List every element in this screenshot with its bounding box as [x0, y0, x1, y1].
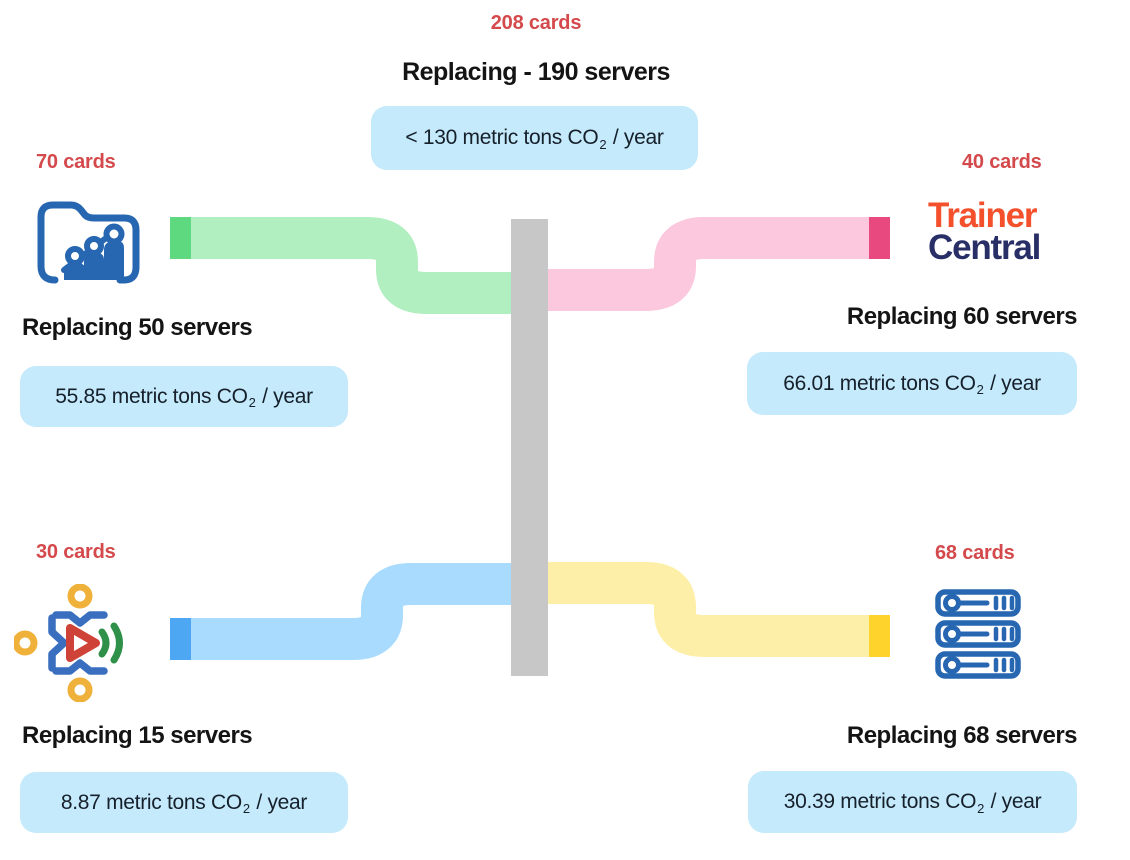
co2-text-suffix: / year	[250, 790, 308, 814]
trainercentral-logo: Trainer Central	[928, 196, 1041, 268]
bottom-left-cards-label: 30 cards	[36, 541, 116, 563]
media-play-icon	[14, 584, 138, 702]
logo-line-trainer: Trainer	[928, 196, 1038, 235]
co2-text-suffix: / year	[985, 790, 1042, 813]
co2-text-suffix: / year	[984, 371, 1041, 395]
flow-endpoint-yellow	[869, 615, 890, 657]
co2-text: 8.87 metric tons CO	[60, 790, 242, 814]
co2-text-suffix: / year	[607, 126, 664, 149]
bottom-right-cards-label: 68 cards	[935, 542, 1015, 564]
flow-pipe-pink	[548, 217, 869, 311]
co2-subscript: 2	[248, 395, 256, 410]
center-cards-label: 208 cards	[490, 12, 582, 34]
flow-pipe-green	[190, 217, 548, 314]
top-right-cards-label: 40 cards	[962, 151, 1042, 173]
co2-subscript: 2	[976, 382, 984, 397]
co2-text: 66.01 metric tons CO	[783, 371, 976, 395]
folder-people-icon	[28, 192, 148, 292]
co2-text-suffix: / year	[256, 384, 313, 408]
center-title: Replacing - 190 servers	[402, 58, 670, 86]
co2-subscript: 2	[242, 801, 250, 816]
central-hub-bar	[511, 219, 548, 676]
co2-subscript: 2	[977, 800, 985, 816]
co2-text: < 130 metric tons CO	[405, 126, 599, 149]
top-left-cards-label: 70 cards	[36, 151, 116, 173]
flow-pipe-blue	[190, 563, 548, 660]
flow-endpoint-blue	[170, 618, 191, 660]
bottom-right-title: Replacing 68 servers	[846, 722, 1078, 749]
co2-text: 55.85 metric tons CO	[55, 384, 248, 408]
flow-endpoint-pink	[869, 217, 890, 259]
top-left-title: Replacing 50 servers	[22, 314, 253, 341]
bottom-left-title: Replacing 15 servers	[22, 722, 253, 749]
co2-text: 30.39 metric tons CO	[783, 790, 977, 813]
flow-pipe-yellow	[548, 562, 869, 657]
logo-line-central: Central	[928, 228, 1041, 268]
top-right-title: Replacing 60 servers	[846, 303, 1078, 330]
flow-endpoint-green	[170, 217, 191, 259]
co2-subscript: 2	[599, 136, 607, 152]
server-stack-icon	[935, 589, 1021, 679]
